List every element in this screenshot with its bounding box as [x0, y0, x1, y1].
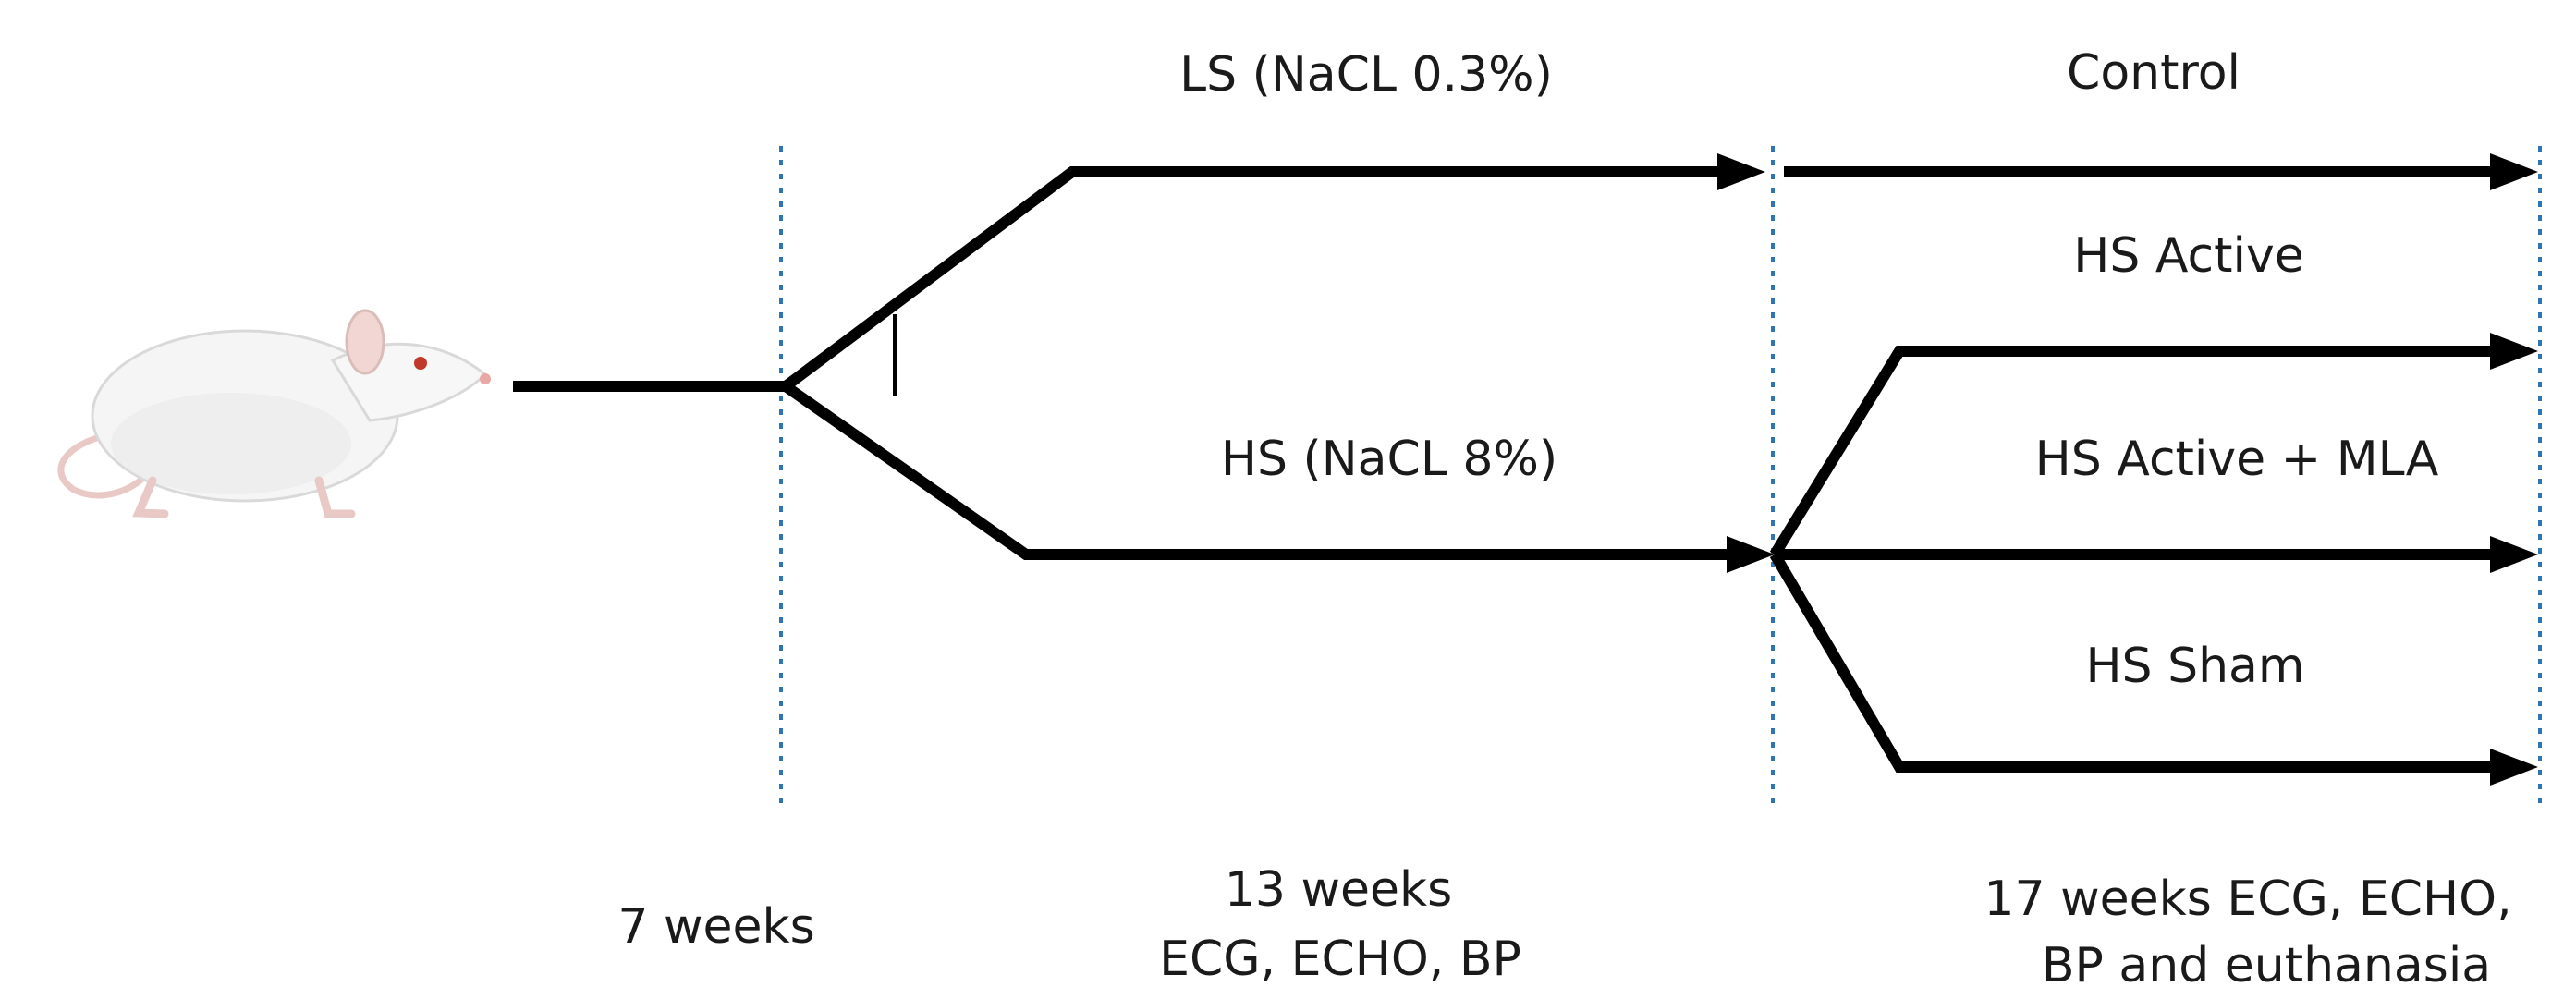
- ls-label: LS (NaCL 0.3%): [1179, 47, 1553, 103]
- hs-arrowhead: [1727, 536, 1775, 573]
- hs-active-label: HS Active: [2073, 228, 2304, 284]
- ls-arm: [782, 166, 1719, 391]
- rat-image: [57, 309, 491, 518]
- hs-arm: [782, 382, 1728, 560]
- hs-sham-label: HS Sham: [2085, 639, 2304, 694]
- timepoint-17-weeks-label: 17 weeks ECG, ECHO,: [1984, 871, 2511, 927]
- ls-arrowhead: [1717, 153, 1765, 190]
- timepoint-13-weeks-measures: ECG, ECHO, BP: [1159, 932, 1521, 987]
- timepoint-7-weeks-label: 7 weeks: [617, 899, 814, 955]
- hs-sham-arm: [1769, 551, 2496, 773]
- timepoint-13-weeks-label: 13 weeks: [1225, 862, 1452, 918]
- hs-label: HS (NaCL 8%): [1221, 432, 1557, 487]
- timepoint-17-weeks-measures: BP and euthanasia: [2042, 938, 2491, 993]
- hs-active-arm: [1769, 346, 2496, 558]
- hs-active-mla-label: HS Active + MLA: [2035, 432, 2439, 487]
- control-label: Control: [2067, 45, 2240, 101]
- hs-active-mla-arrowhead: [2490, 536, 2538, 573]
- hs-sham-arrowhead: [2490, 749, 2538, 786]
- hs-active-arrowhead: [2490, 333, 2538, 370]
- control-arrowhead: [2490, 153, 2538, 190]
